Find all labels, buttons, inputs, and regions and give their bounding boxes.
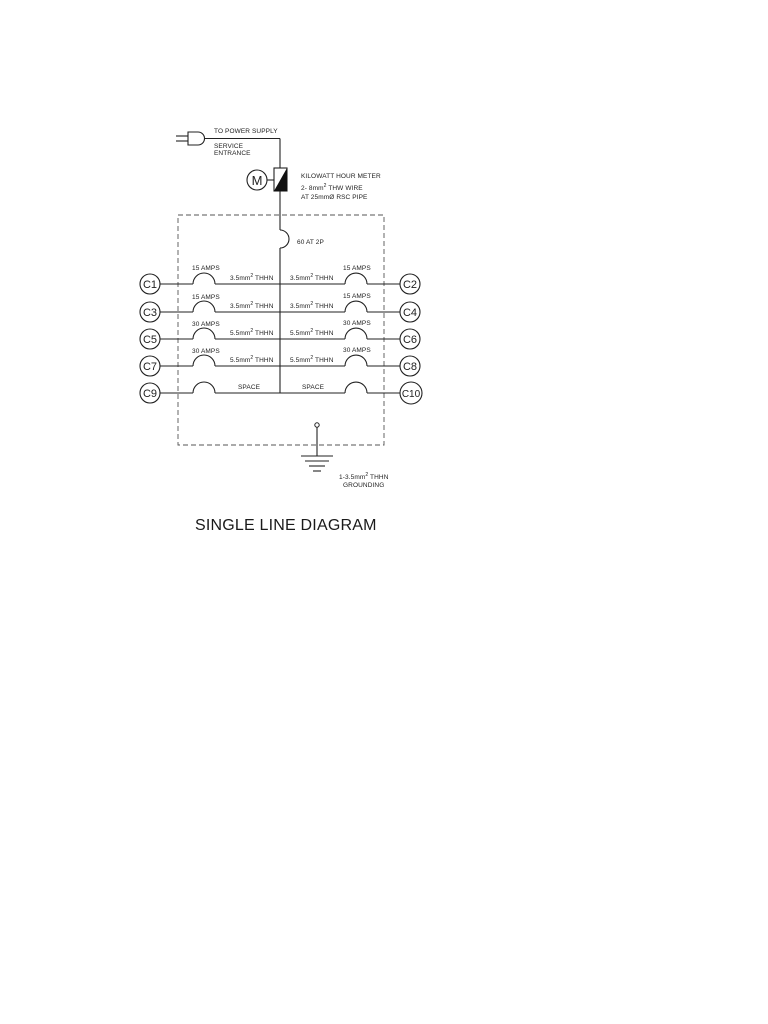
circuit-C4: C4 <box>399 301 421 323</box>
circuit-C7: C7 <box>139 355 161 377</box>
space-label-C10: SPACE <box>302 384 325 391</box>
breaker-rating-C5: 30 AMPS <box>192 321 220 328</box>
service-entrance-label: ENTRANCE <box>214 150 251 157</box>
wire-size-C4: 3.5mm2 THHN <box>290 301 334 310</box>
to-power-supply-label: TO POWER SUPPLY <box>214 128 278 135</box>
grounding-wire-label: 1-3.5mm2 THHN <box>339 472 389 481</box>
breaker-rating-C7: 30 AMPS <box>192 348 220 355</box>
wire-size-C3: 3.5mm2 THHN <box>230 301 274 310</box>
meter-symbol: M <box>252 173 263 188</box>
meter-socket-icon <box>274 168 287 191</box>
circuit-id: C1 <box>143 279 157 291</box>
breaker-rating-C6: 30 AMPS <box>343 320 371 327</box>
kilowatt-hour-meter: M <box>246 167 288 192</box>
wire-size-C7: 5.5mm2 THHN <box>230 355 274 364</box>
meter-wire-line1: 2- 8mm2 THW WIRE <box>301 183 363 192</box>
circuit-id: C9 <box>143 388 157 400</box>
wire-size-C8: 5.5mm2 THHN <box>290 355 334 364</box>
main-breaker-label: 60 AT 2P <box>297 239 324 246</box>
circuit-row-4 <box>160 354 400 367</box>
wire-size-C2: 3.5mm2 THHN <box>290 273 334 282</box>
circuit-C5: C5 <box>139 328 161 350</box>
breaker-rating-C2: 15 AMPS <box>343 265 371 272</box>
circuit-row-5 <box>160 381 400 394</box>
breaker-rating-C8: 30 AMPS <box>343 347 371 354</box>
space-label-C9: SPACE <box>238 384 261 391</box>
meter-wire-line2: AT 25mmØ RSC PIPE <box>301 194 368 201</box>
wire-size-C5: 5.5mm2 THHN <box>230 328 274 337</box>
circuit-row-1 <box>160 272 400 285</box>
circuit-id: C6 <box>403 334 417 346</box>
diagram-title: SINGLE LINE DIAGRAM <box>195 517 377 534</box>
circuit-id: C5 <box>143 334 157 346</box>
circuit-C10: C10 <box>399 381 423 405</box>
circuit-id: C3 <box>143 307 157 319</box>
circuit-C2: C2 <box>399 273 421 295</box>
grounding-label: GROUNDING <box>343 482 384 489</box>
circuit-C1: C1 <box>139 273 161 295</box>
circuit-id: C10 <box>402 389 421 400</box>
circuit-id: C8 <box>403 361 417 373</box>
circuit-C9: C9 <box>139 382 161 404</box>
circuit-C3: C3 <box>139 301 161 323</box>
wire-size-C6: 5.5mm2 THHN <box>290 328 334 337</box>
main-breaker-symbol <box>279 229 290 249</box>
circuit-id: C2 <box>403 279 417 291</box>
service-label: SERVICE <box>214 143 244 150</box>
circuit-id: C4 <box>403 307 417 319</box>
wire-size-C1: 3.5mm2 THHN <box>230 273 274 282</box>
panel-board-outline <box>177 214 385 446</box>
breaker-rating-C4: 15 AMPS <box>343 293 371 300</box>
circuit-row-3 <box>160 327 400 340</box>
circuit-row-2 <box>160 300 400 313</box>
ground-icon <box>301 422 333 472</box>
circuit-C6: C6 <box>399 328 421 350</box>
power-plug-icon <box>176 131 280 146</box>
breaker-rating-C1: 15 AMPS <box>192 265 220 272</box>
circuit-C8: C8 <box>399 355 421 377</box>
circuit-id: C7 <box>143 361 157 373</box>
breaker-rating-C3: 15 AMPS <box>192 294 220 301</box>
meter-label: KILOWATT HOUR METER <box>301 173 381 180</box>
